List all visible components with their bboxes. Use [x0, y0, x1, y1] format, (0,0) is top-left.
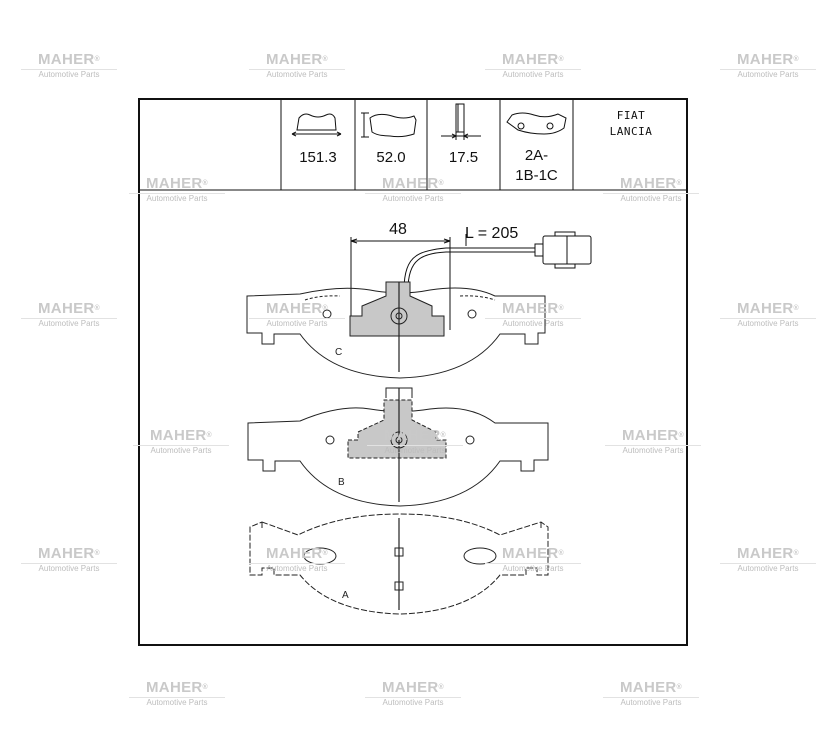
watermark: MAHER®Automotive Parts [478, 546, 588, 574]
watermark: MAHER®Automotive Parts [242, 301, 352, 329]
pad-width-icon [291, 113, 342, 137]
sensor-connector [534, 231, 592, 269]
width-cell: 151.3 [281, 100, 355, 190]
watermark: MAHER®Automotive Parts [360, 428, 470, 456]
pad-a-outline [249, 513, 549, 615]
pad-thickness-icon [441, 103, 481, 140]
pad-c-label: C [335, 347, 342, 358]
pad-b-label: B [338, 477, 345, 488]
type-cell: 2A- 1B-1C [500, 100, 573, 190]
height-value: 52.0 [376, 149, 406, 166]
pad-c-outline [246, 287, 546, 379]
thickness-cell: 17.5 [427, 100, 500, 190]
watermark: MAHER®Automotive Parts [713, 52, 823, 80]
type-line-2: 1B-1C [515, 167, 558, 184]
watermark: MAHER®Automotive Parts [126, 428, 236, 456]
type-line-1: 2A- [524, 147, 549, 164]
pad-c-sensor-block [349, 281, 445, 372]
watermark: MAHER®Automotive Parts [358, 680, 468, 708]
pad-type-icon [506, 112, 567, 135]
watermark: MAHER®Automotive Parts [122, 680, 232, 708]
height-cell: 52.0 [355, 100, 427, 190]
watermark: MAHER®Automotive Parts [596, 680, 706, 708]
thickness-value: 17.5 [448, 149, 479, 166]
watermark: MAHER®Automotive Parts [14, 546, 124, 574]
watermark: MAHER®Automotive Parts [14, 301, 124, 329]
watermark: MAHER®Automotive Parts [478, 301, 588, 329]
watermark: MAHER®Automotive Parts [358, 176, 468, 204]
watermark: MAHER®Automotive Parts [478, 52, 588, 80]
application-make-1: FIAT [616, 109, 646, 122]
pad-a-label: A [342, 590, 349, 601]
pad-height-icon [361, 112, 417, 138]
wire-length-label: L = 205 [465, 225, 518, 242]
drawing-frame [138, 98, 688, 646]
watermark: MAHER®Automotive Parts [242, 52, 352, 80]
application-cell: FIAT LANCIA [576, 108, 686, 140]
watermark: MAHER®Automotive Parts [713, 546, 823, 574]
watermark: MAHER®Automotive Parts [596, 176, 706, 204]
watermark: MAHER®Automotive Parts [598, 428, 708, 456]
watermark: MAHER®Automotive Parts [14, 52, 124, 80]
header-grid [139, 99, 687, 191]
sensor-spacing-label: 48 [389, 221, 407, 238]
pad-a-wear-slot [394, 518, 404, 610]
application-make-2: LANCIA [609, 125, 653, 138]
watermark: MAHER®Automotive Parts [122, 176, 232, 204]
width-value: 151.3 [299, 149, 337, 166]
wear-sensor-wire [403, 234, 535, 291]
pad-b-outline [247, 407, 549, 507]
watermark: MAHER®Automotive Parts [713, 301, 823, 329]
watermark: MAHER®Automotive Parts [242, 546, 352, 574]
